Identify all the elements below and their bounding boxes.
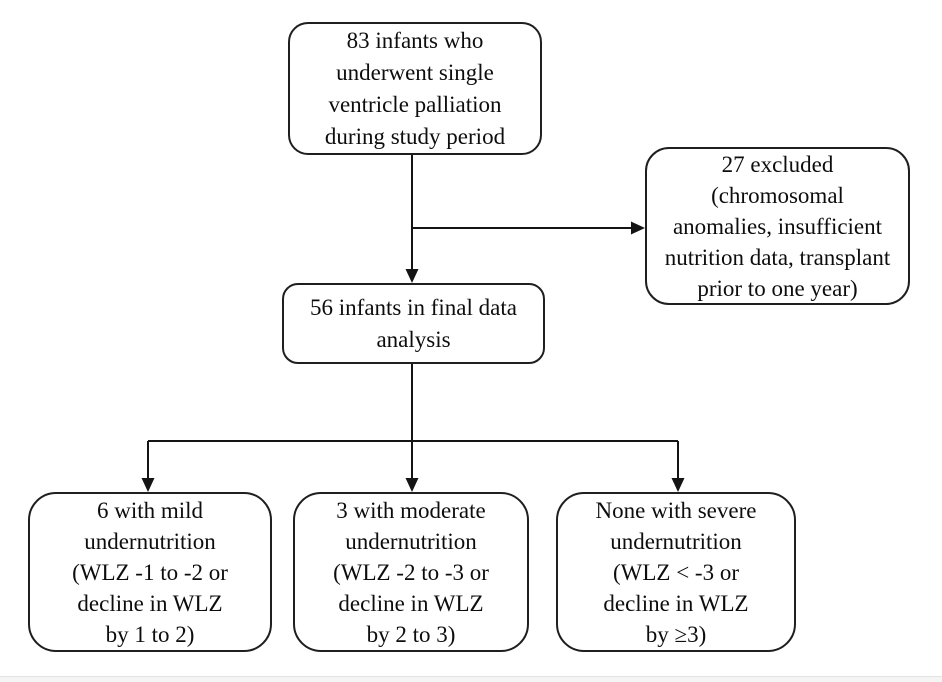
box-severe-undernutrition: None with severe undernutrition (WLZ < -… [556,492,796,652]
arrowhead-to-severe [671,478,685,492]
box-initial-cohort: 83 infants who underwent single ventricl… [288,22,542,155]
arrowhead-to-moderate [405,478,419,492]
box-excluded: 27 excluded (chromosomal anomalies, insu… [645,147,910,305]
box-mild-undernutrition: 6 with mild undernutrition (WLZ -1 to -2… [28,492,272,652]
arrowhead-to-excluded [631,221,645,235]
arrowhead-to-final [405,269,419,283]
box-final-analysis: 56 infants in final data analysis [282,283,545,364]
figure-bottom-rule [0,676,942,682]
arrowhead-to-mild [141,478,155,492]
box-moderate-undernutrition: 3 with moderate undernutrition (WLZ -2 t… [293,492,529,652]
